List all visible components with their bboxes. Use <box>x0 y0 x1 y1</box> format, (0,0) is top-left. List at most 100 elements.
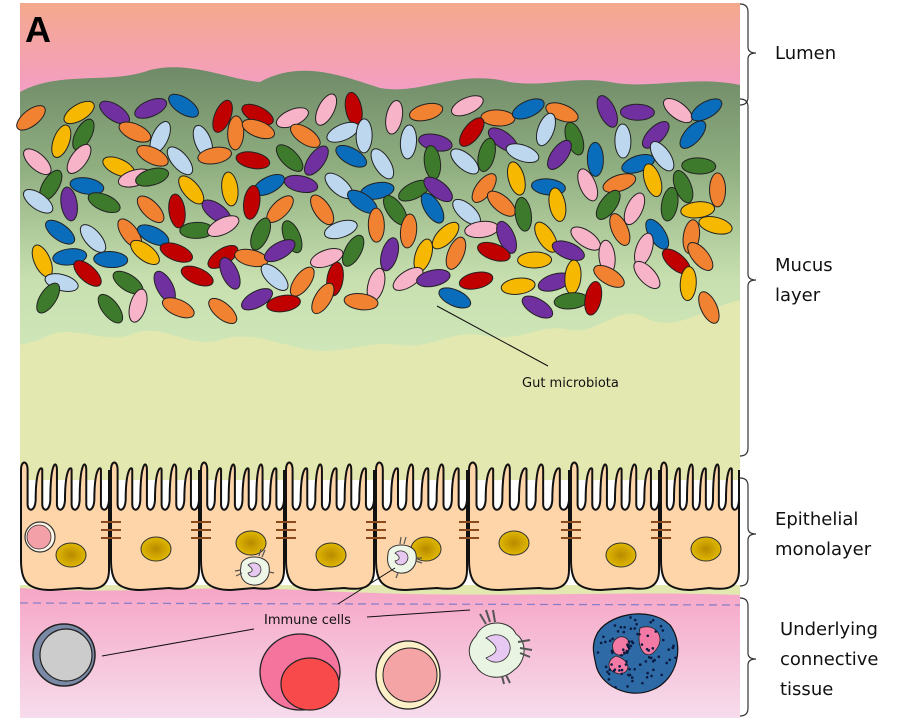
epithelial-cell <box>285 461 375 592</box>
layer-label-epithelium: Epithelial <box>775 509 858 530</box>
bacterium <box>681 157 717 175</box>
bacterium <box>23 148 52 176</box>
bacterium <box>235 151 271 170</box>
bacterium <box>506 161 526 196</box>
immune-cell-dendritic-2 <box>387 536 423 579</box>
cell-pale-pink <box>375 640 441 710</box>
bacterium <box>551 240 585 261</box>
bacterium <box>241 118 275 140</box>
microbiota-label: Gut microbiota <box>522 376 619 391</box>
bacterium <box>698 216 733 235</box>
bacterium <box>93 250 129 269</box>
immune-cells-label: Immune cells <box>264 613 351 628</box>
bacterium <box>709 172 727 208</box>
nucleus <box>605 542 637 568</box>
bacterium <box>595 189 621 220</box>
bacterium <box>593 264 625 288</box>
layer-label-connective: Underlying <box>780 619 878 640</box>
bacterium <box>166 146 194 176</box>
bacterium <box>480 109 516 127</box>
bacterium <box>500 277 536 295</box>
bacterium <box>250 217 272 251</box>
bacterium <box>212 99 233 133</box>
bacterium <box>450 95 484 117</box>
bacterium <box>687 241 714 271</box>
bacterium <box>60 186 78 222</box>
immune-cell-dendritic-1 <box>234 548 275 586</box>
bacterium <box>459 117 485 147</box>
layer-label-mucus: layer <box>775 285 821 306</box>
bacterium <box>380 237 400 272</box>
bacterium <box>517 251 553 269</box>
panel-letter: A <box>25 9 51 50</box>
bacterium <box>408 102 444 122</box>
bacterium <box>136 195 165 224</box>
bacterium <box>679 266 697 302</box>
bacterium <box>45 219 76 245</box>
bacterium <box>303 145 329 176</box>
bacterium <box>584 280 603 316</box>
bacterium <box>399 124 418 160</box>
cell-red-nucleus <box>259 633 341 711</box>
immune-pointer-3 <box>366 609 471 618</box>
layer-brackets <box>739 3 757 717</box>
bacterium <box>118 121 152 143</box>
bacterium <box>535 112 556 147</box>
layer-label-lumen: Lumen <box>775 43 836 64</box>
bacterium <box>423 176 453 203</box>
bacterium <box>136 144 169 167</box>
bacterium <box>241 288 273 311</box>
bacterium <box>619 103 655 121</box>
nucleus <box>140 536 172 562</box>
bacterium <box>343 293 379 311</box>
bacterium <box>315 93 338 126</box>
bacterium <box>642 163 663 198</box>
bacterium <box>36 282 61 314</box>
bacterium <box>679 120 707 149</box>
bacterium <box>161 297 195 319</box>
layer-label-mucus: Mucus <box>775 255 833 276</box>
epithelial-cell <box>20 461 110 592</box>
bacterium <box>660 186 679 222</box>
bacterium <box>208 297 238 325</box>
bacterium <box>207 215 240 237</box>
bacterium <box>290 123 321 148</box>
immune-cell-small-pink <box>24 521 56 553</box>
bacterium <box>311 282 335 315</box>
bacterium <box>72 118 95 151</box>
immune-pointer-2 <box>337 567 396 605</box>
bacterium <box>511 98 545 120</box>
nucleus <box>235 530 267 556</box>
bacterium <box>51 124 72 158</box>
microbiota-pointer <box>436 305 549 367</box>
bacterium <box>323 219 358 240</box>
bacterium <box>283 174 319 194</box>
bacterium <box>264 239 296 263</box>
bacterium <box>227 115 245 151</box>
immune-cell-dendritic-large <box>468 609 533 685</box>
bracket-epithelium <box>739 477 757 587</box>
bacterium <box>633 260 661 290</box>
bacterium <box>370 148 395 180</box>
bacterium <box>486 190 516 217</box>
epithelial-cell <box>570 461 660 592</box>
bacterium <box>641 121 670 149</box>
bacterium <box>275 144 304 172</box>
bacterium <box>73 260 102 287</box>
mast-cell-blue <box>592 613 679 694</box>
bacterium <box>663 97 693 124</box>
epithelial-cells <box>20 461 740 592</box>
bacterium <box>87 192 121 214</box>
bacterium <box>496 220 517 254</box>
bacterium <box>690 98 723 122</box>
bacterium <box>221 171 239 207</box>
epithelial-cell <box>660 461 740 592</box>
bacterium <box>649 141 675 172</box>
lymphocyte-grey <box>32 623 96 687</box>
bacterium <box>266 294 301 313</box>
bacterium <box>450 148 480 175</box>
bacterium <box>392 266 424 291</box>
bacterium <box>514 196 533 232</box>
bacterium <box>596 95 619 128</box>
bacterium <box>505 143 540 164</box>
